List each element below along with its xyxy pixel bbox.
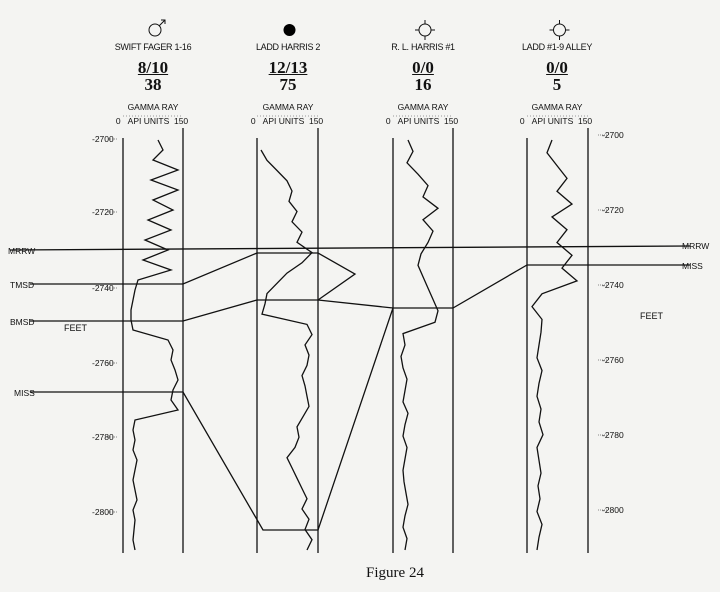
- miss-correlation-lower: [30, 307, 394, 531]
- well-name: R. L. HARRIS #1: [391, 42, 455, 52]
- log-scale: 0 API UNITS 150: [250, 116, 324, 126]
- oil-well-icon: [283, 24, 296, 36]
- log-title: GAMMA RAY: [397, 102, 449, 112]
- figure-caption: Figure 24: [366, 565, 424, 581]
- gamma-ray-curve: [531, 139, 579, 551]
- dry-hole-icon: [415, 20, 435, 40]
- feet-axis-label: FEET: [64, 323, 88, 333]
- well-name: SWIFT FAGER 1-16: [114, 42, 192, 52]
- depth-label: -2720: [92, 207, 114, 217]
- depth-label: -2800: [92, 507, 114, 517]
- gamma-ray-curve: [260, 149, 314, 551]
- depth-label: -2760: [602, 355, 624, 365]
- miss-correlation-upper: [317, 264, 690, 309]
- mrrw-correlation: [9, 245, 691, 251]
- log-title: GAMMA RAY: [127, 102, 179, 112]
- horizon-label: MRRW: [8, 246, 36, 256]
- log-title: GAMMA RAY: [531, 102, 583, 112]
- depth-label: -2700: [602, 130, 624, 140]
- log-scale: 0 API UNITS 150: [115, 116, 189, 126]
- depth-label: -2780: [602, 430, 624, 440]
- log-scale: 0 API UNITS 150: [385, 116, 459, 126]
- depth-label: -2760: [92, 358, 114, 368]
- tmsd-bmsd-correlation: [30, 252, 357, 322]
- horizon-label: TMSD: [10, 280, 35, 290]
- feet-axis-label: FEET: [640, 311, 664, 321]
- log-title: GAMMA RAY: [262, 102, 314, 112]
- horizon-label: MISS: [14, 388, 35, 398]
- oil-gas-well-icon: [148, 19, 166, 37]
- horizon-label: MRRW: [682, 241, 710, 251]
- depth-label: -2700: [92, 134, 114, 144]
- gamma-ray-curve: [130, 139, 180, 551]
- log-scale: 0 API UNITS 150: [519, 116, 593, 126]
- depth-label: -2800: [602, 505, 624, 515]
- horizon-label: MISS: [682, 261, 703, 271]
- depth-label: -2780: [92, 432, 114, 442]
- depth-label: -2720: [602, 205, 624, 215]
- horizon-label: BMSD: [10, 317, 35, 327]
- dry-hole-icon: [549, 20, 570, 40]
- well-name: LADD HARRIS 2: [255, 42, 321, 52]
- depth-label: -2740: [602, 280, 624, 290]
- gamma-ray-curve: [400, 139, 440, 551]
- depth-label: -2740: [92, 283, 114, 293]
- well-name: LADD #1-9 ALLEY: [521, 42, 593, 52]
